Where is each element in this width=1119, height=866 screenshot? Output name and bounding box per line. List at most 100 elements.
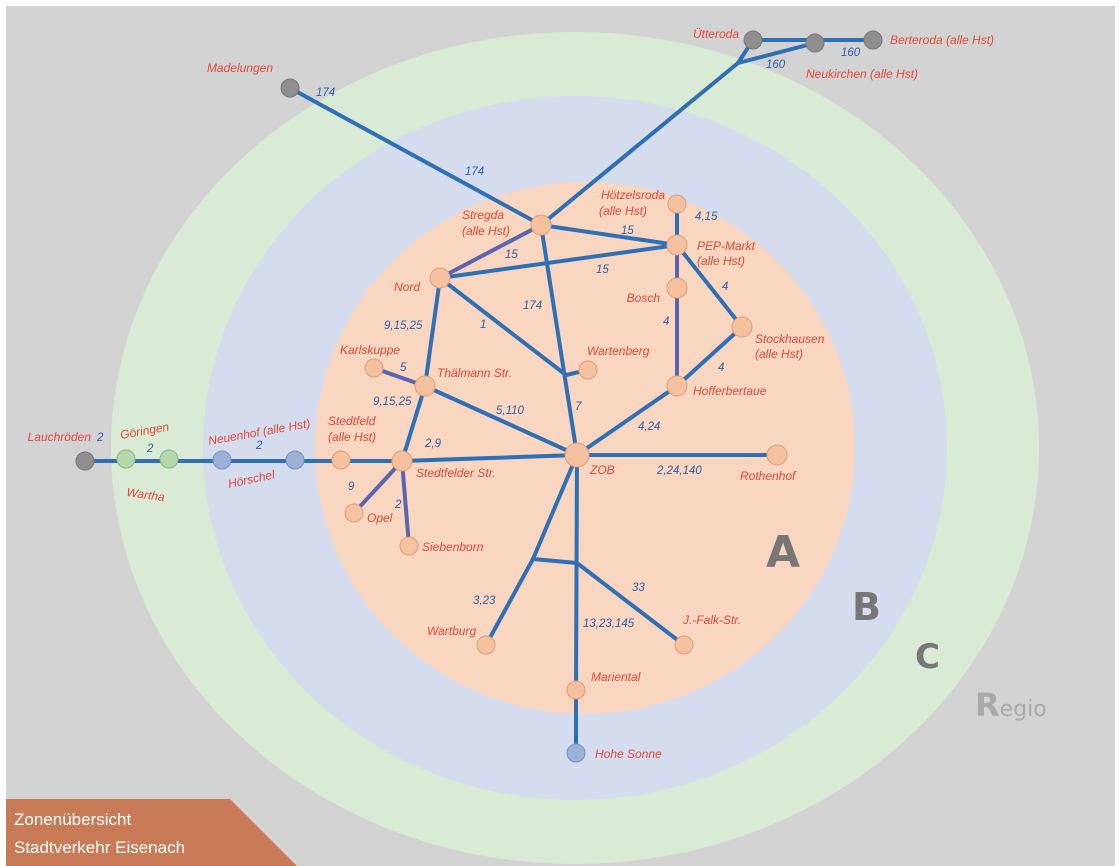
route-15-stregda-nord xyxy=(438,223,543,280)
route-9-opel xyxy=(352,459,404,515)
route-91525-thalmann-stedtfelder xyxy=(400,384,427,463)
route-1323145 xyxy=(574,453,579,692)
station-node[interactable] xyxy=(530,214,552,236)
route-15-stregda-pep xyxy=(539,223,679,247)
station-label-opel: Opel xyxy=(367,511,393,525)
route-south-bar xyxy=(531,557,579,565)
route-174-madelungen xyxy=(288,86,543,227)
line-label: 15 xyxy=(505,249,518,261)
line-label: 7 xyxy=(575,401,582,413)
station-node[interactable] xyxy=(331,450,351,470)
station-label-wartha: Wartha xyxy=(126,485,166,504)
line-label: 9,15,25 xyxy=(373,396,412,408)
station-node[interactable] xyxy=(805,33,825,53)
station-label-stockhausen-sub: (alle Hst) xyxy=(755,347,803,361)
route-160-diag xyxy=(736,41,817,65)
station-label-thalmann: Thälmann Str. xyxy=(437,366,512,380)
title-tab-background xyxy=(6,799,297,866)
route-323-wartburg xyxy=(484,557,535,647)
line-label: 2 xyxy=(255,440,263,452)
station-node[interactable] xyxy=(766,444,788,466)
route-174-stregda-zob xyxy=(539,223,579,457)
station-node[interactable] xyxy=(75,451,95,471)
station-node[interactable] xyxy=(280,78,300,98)
station-label-neukirchen: Neukirchen (alle Hst) xyxy=(806,67,918,81)
line-label: 4 xyxy=(722,281,728,293)
station-nodes xyxy=(75,30,883,763)
station-label-berteroda: Berteroda (alle Hst) xyxy=(890,33,994,47)
station-label-madelungen: Madelungen xyxy=(207,61,273,75)
station-label-hohe-sonne: Hohe Sonne xyxy=(595,747,662,761)
station-node[interactable] xyxy=(743,30,763,50)
station-node[interactable] xyxy=(159,449,179,469)
station-node[interactable] xyxy=(429,267,451,289)
station-node[interactable] xyxy=(116,449,136,469)
station-node[interactable] xyxy=(414,375,436,397)
title-line-2: Stadtverkehr Eisenach xyxy=(14,838,185,857)
route-33-falk xyxy=(575,561,686,647)
route-15-nord-pep xyxy=(438,243,679,280)
zone-letters: A B C Regio xyxy=(766,527,1047,724)
route-4-stockhausen-hofferbertaue xyxy=(675,325,744,388)
zone-label-a: A xyxy=(766,527,800,578)
line-label: 2,9 xyxy=(424,438,442,450)
station-node[interactable] xyxy=(566,743,586,763)
station-node[interactable] xyxy=(578,360,598,380)
station-label-nord: Nord xyxy=(394,280,420,294)
line-label: 9,15,25 xyxy=(384,320,423,332)
line-label: 3,23 xyxy=(473,595,496,607)
station-label-zob: ZOB xyxy=(589,463,615,477)
line-label: 5 xyxy=(400,362,407,374)
station-node[interactable] xyxy=(674,635,694,655)
zone-label-regio-rest: egio xyxy=(1000,697,1047,722)
line-label: 1 xyxy=(480,319,486,331)
zone-label-c: C xyxy=(915,637,940,677)
route-lines xyxy=(83,38,875,755)
zone-label-b: B xyxy=(852,585,881,629)
route-4-pep-stockhausen xyxy=(675,243,744,329)
line-label: 4,15 xyxy=(695,211,718,223)
line-label: 174 xyxy=(523,300,542,312)
station-node[interactable] xyxy=(212,450,232,470)
line-label: 174 xyxy=(465,166,484,178)
line-label: 4 xyxy=(663,316,669,328)
station-node[interactable] xyxy=(666,234,688,256)
line-label: 2 xyxy=(146,443,154,455)
station-label-stregda-sub: (alle Hst) xyxy=(462,224,510,238)
line-label: 15 xyxy=(621,225,634,237)
station-node[interactable] xyxy=(666,375,688,397)
line-label: 5,110 xyxy=(496,405,525,417)
station-label-falk: J.-Falk-Str. xyxy=(682,613,741,627)
station-node[interactable] xyxy=(476,635,496,655)
station-node[interactable] xyxy=(731,316,753,338)
line-label: 160 xyxy=(766,59,786,71)
route-424 xyxy=(575,384,679,457)
station-label-wartburg: Wartburg xyxy=(427,624,476,638)
line-label: 174 xyxy=(316,87,335,99)
station-node[interactable] xyxy=(566,680,586,700)
station-label-rothenhof: Rothenhof xyxy=(740,469,797,483)
station-node[interactable] xyxy=(364,358,384,378)
station-label-bosch: Bosch xyxy=(627,291,661,305)
station-label-mariental: Mariental xyxy=(591,670,641,684)
station-node[interactable] xyxy=(666,277,688,299)
route-1-nord-wartenberg xyxy=(438,276,568,377)
line-label: 13,23,145 xyxy=(583,618,635,630)
station-label-siebenborn: Siebenborn xyxy=(422,540,484,554)
station-node[interactable] xyxy=(564,442,590,468)
station-label-stockhausen: Stockhausen xyxy=(755,332,825,346)
line-label: 15 xyxy=(596,264,609,276)
station-label-pep-sub: (alle Hst) xyxy=(697,254,745,268)
route-91525-nord-thalmann xyxy=(423,276,442,388)
line-label: 2,24,140 xyxy=(656,465,702,477)
station-node[interactable] xyxy=(399,536,419,556)
station-node[interactable] xyxy=(863,30,883,50)
station-node[interactable] xyxy=(344,503,364,523)
station-node[interactable] xyxy=(285,450,305,470)
line-label: 160 xyxy=(841,47,861,59)
station-label-lauchroeden: Lauchröden xyxy=(28,430,92,444)
station-node[interactable] xyxy=(391,450,413,472)
station-node[interactable] xyxy=(667,194,687,214)
route-5110 xyxy=(423,384,579,457)
station-label-hotzelsroda: Hötzelsroda xyxy=(601,188,665,202)
